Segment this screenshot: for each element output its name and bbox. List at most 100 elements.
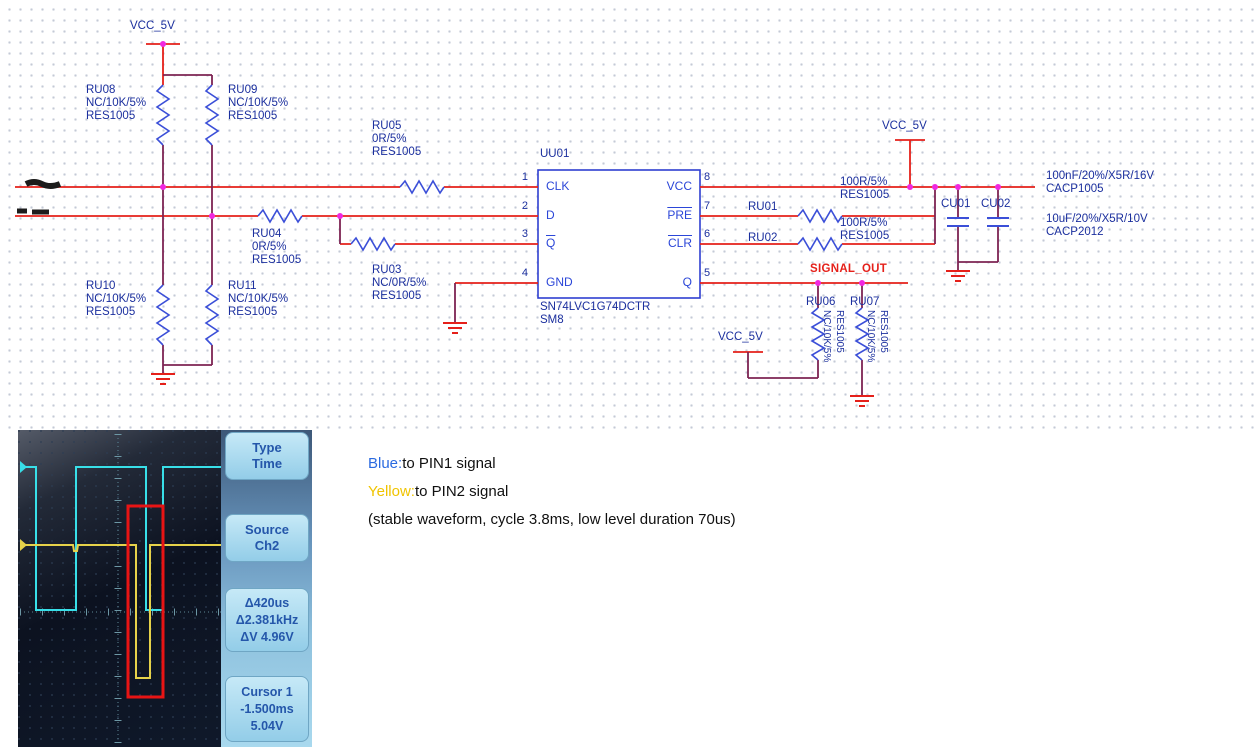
schematic-area: VCC_5V VCC_5V VCC_5V RU08 NC/10K/5% RES1…	[0, 0, 1260, 432]
schematic-drawing	[15, 41, 1035, 407]
scope-readout-delta: Δ420us Δ2.381kHz ΔV 4.96V	[225, 588, 309, 652]
pin-name-vcc: VCC	[666, 179, 692, 193]
scope-delta-time: Δ420us	[244, 595, 290, 610]
ground-left	[151, 373, 175, 385]
cu02-ref: CU02	[981, 198, 1011, 210]
cu01-values: 100nF/20%/X5R/16V CACP1005	[1046, 170, 1154, 196]
ru09-part: RES1005	[228, 110, 278, 122]
ru02-ref: RU02	[748, 232, 778, 244]
waveform-yellow-ch2	[20, 544, 222, 679]
notes-block: Blue:to PIN1 signal Yellow:to PIN2 signa…	[368, 450, 736, 534]
cu02-part: CACP2012	[1046, 226, 1104, 238]
scope-delta-freq: Δ2.381kHz	[235, 612, 299, 627]
capacitor-cu02	[987, 217, 1009, 227]
ru05-value: 0R/5%	[372, 133, 407, 145]
ru08-part: RES1005	[86, 110, 136, 122]
note-line-1: Blue:to PIN1 signal	[368, 450, 736, 478]
cu01-part: CACP1005	[1046, 183, 1104, 195]
ru09-ref: RU09	[228, 84, 258, 96]
note-line2-text: to PIN2 signal	[414, 483, 509, 500]
cu01-value: 100nF/20%/X5R/16V	[1046, 170, 1155, 182]
vcc-label-bottom: VCC_5V	[718, 331, 763, 343]
resistor-ru11	[204, 284, 220, 346]
junction-dots	[160, 41, 1001, 286]
oscilloscope-photo: Type Time Source Ch2 Δ420us Δ2.381kHz ΔV…	[18, 430, 312, 747]
pin-number-7: 7	[704, 200, 711, 212]
pin-number-3: 3	[521, 228, 528, 240]
scope-cursor1-time: -1.500ms	[240, 701, 294, 716]
pin-number-8: 8	[704, 171, 711, 183]
ic-package: SM8	[540, 314, 564, 326]
resistor-ru10	[155, 284, 171, 346]
ic-body	[537, 169, 701, 299]
redacted-net-scribbles	[17, 179, 62, 215]
note-line1-text: to PIN1 signal	[402, 455, 496, 472]
label-ru09: RU09 NC/10K/5% RES1005	[228, 84, 288, 123]
ru03-ref: RU03	[372, 264, 402, 276]
label-ru04: RU04 0R/5% RES1005	[252, 228, 301, 267]
resistor-ru07	[854, 307, 870, 361]
ru03-value: NC/0R/5%	[372, 277, 427, 289]
ru08-value: NC/10K/5%	[86, 97, 147, 109]
label-ru05: RU05 0R/5% RES1005	[372, 120, 421, 159]
pin-name-pre: PRE	[667, 208, 692, 222]
ru07-part-vertical: RES1005	[878, 310, 889, 353]
ground-ru07	[850, 395, 874, 407]
ru01-ref: RU01	[748, 201, 778, 213]
resistor-ru08	[155, 84, 171, 146]
scope-button-type-time: Type Time	[225, 432, 309, 480]
ru08-ref: RU08	[86, 84, 116, 96]
cu02-value: 10uF/20%/X5R/10V	[1046, 213, 1148, 225]
ru01-value: 100R/5%	[840, 176, 888, 188]
ru02-values: 100R/5% RES1005	[840, 217, 889, 243]
capacitor-cu01	[947, 217, 969, 227]
label-ru03: RU03 NC/0R/5% RES1005	[372, 264, 426, 303]
cu02-values: 10uF/20%/X5R/10V CACP2012	[1046, 213, 1148, 239]
scope-button-type-line2: Time	[251, 456, 283, 471]
ru02-part: RES1005	[840, 230, 890, 242]
resistor-ru02	[797, 236, 843, 252]
ru05-part: RES1005	[372, 146, 422, 158]
label-ru11: RU11 NC/10K/5% RES1005	[228, 280, 288, 319]
label-ru08: RU08 NC/10K/5% RES1005	[86, 84, 146, 123]
pin-name-gnd: GND	[546, 275, 573, 289]
note-yellow-label: Yellow:	[368, 483, 415, 500]
ru07-value-vertical: NC/10K/5%	[865, 310, 876, 363]
label-ru10: RU10 NC/10K/5% RES1005	[86, 280, 146, 319]
scope-button-type-line1: Type	[252, 440, 282, 455]
resistor-ru01	[797, 208, 843, 224]
vcc-label-right: VCC_5V	[882, 120, 927, 132]
ru10-value: NC/10K/5%	[86, 293, 147, 305]
resistor-ru06	[810, 307, 826, 361]
resistor-ru04	[257, 208, 303, 224]
ru04-value: 0R/5%	[252, 241, 287, 253]
ic-part-labels: SN74LVC1G74DCTR SM8	[540, 301, 650, 327]
ru03-part: RES1005	[372, 290, 422, 302]
resistor-ru03	[350, 236, 396, 252]
ic-part-number: SN74LVC1G74DCTR	[540, 301, 651, 313]
pin-name-clk: CLK	[546, 179, 570, 193]
ru04-ref: RU04	[252, 228, 282, 240]
scope-cursor1-label: Cursor 1	[241, 684, 293, 699]
scope-delta-volts: ΔV 4.96V	[240, 629, 294, 644]
scope-button-source-line2: Ch2	[254, 538, 280, 553]
ru11-part: RES1005	[228, 306, 278, 318]
resistor-ru09	[204, 84, 220, 146]
pin-name-clr: CLR	[667, 236, 692, 250]
pin-number-6: 6	[704, 228, 711, 240]
scope-button-source-ch2: Source Ch2	[225, 514, 309, 562]
capacitor-symbols	[947, 217, 1009, 227]
ru09-value: NC/10K/5%	[228, 97, 289, 109]
ru01-values: 100R/5% RES1005	[840, 176, 889, 202]
pin-number-4: 4	[521, 267, 528, 279]
resistor-symbols	[155, 84, 870, 361]
ru11-value: NC/10K/5%	[228, 293, 289, 305]
ru05-ref: RU05	[372, 120, 402, 132]
scope-button-source-line1: Source	[244, 522, 290, 537]
ground-caps	[946, 270, 970, 282]
scope-cursor1-volts: 5.04V	[250, 718, 284, 733]
ru11-ref: RU11	[228, 280, 257, 292]
ic-refdes: UU01	[540, 148, 570, 160]
pin-name-qbar: Q	[546, 236, 556, 250]
